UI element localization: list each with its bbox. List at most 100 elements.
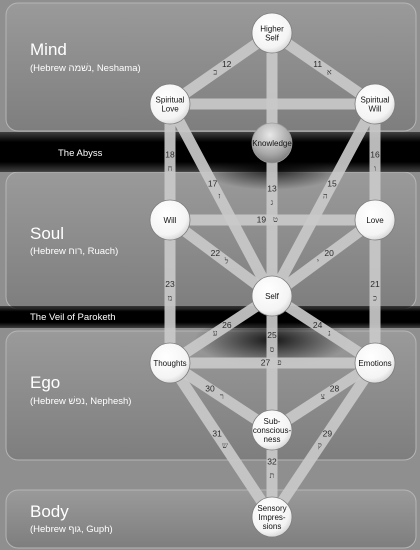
node-label-spiritual-will: Spiritual bbox=[361, 96, 390, 105]
node-circle-love bbox=[354, 199, 396, 241]
node-love: Love bbox=[354, 199, 396, 241]
node-label-sensory-impressions: Sensory bbox=[257, 504, 286, 513]
path-number-25: 25 bbox=[267, 330, 277, 340]
path-letter-11: א bbox=[327, 68, 332, 77]
soul-subtitle: (Hebrew רוח, Ruach) bbox=[30, 246, 118, 257]
mind-subtitle: (Hebrew נשׁמה, Neshama) bbox=[30, 63, 141, 74]
path-letter-16: ו bbox=[374, 164, 376, 173]
body-subtitle: (Hebrew גוף, Guph) bbox=[30, 524, 113, 535]
path-letter-18: ח bbox=[168, 164, 173, 173]
path-letter-25: ס bbox=[270, 345, 275, 354]
path-letter-23: מ bbox=[168, 294, 173, 303]
path-higher-self-spiritual-will bbox=[268, 28, 379, 109]
node-circle-spiritual-will bbox=[354, 83, 396, 125]
node-will: Will bbox=[149, 199, 191, 241]
node-label-self: Self bbox=[265, 292, 280, 301]
path-letter-22: ל bbox=[224, 257, 229, 266]
node-label-higher-self: Self bbox=[265, 34, 280, 43]
mind-title: Mind bbox=[30, 40, 67, 59]
path-higher-self-spiritual-love bbox=[166, 28, 276, 109]
node-label-love: Love bbox=[366, 216, 384, 225]
node-label-higher-self: Higher bbox=[260, 25, 284, 34]
path-number-32: 32 bbox=[267, 456, 277, 466]
node-circle-higher-self bbox=[251, 12, 293, 54]
path-number-11: 11 bbox=[313, 59, 322, 69]
node-label-spiritual-love: Love bbox=[161, 105, 179, 114]
node-circle-self bbox=[251, 275, 293, 317]
path-letter-31: ש bbox=[222, 441, 228, 450]
node-knowledge: Knowledge bbox=[251, 122, 293, 164]
path-will-self bbox=[166, 215, 276, 301]
node-subconsciousness: Sub-conscious-ness bbox=[251, 409, 293, 451]
path-letter-24: נ bbox=[328, 328, 331, 337]
node-circle-thoughts bbox=[149, 342, 191, 384]
path-letter-19: ט bbox=[273, 215, 278, 224]
path-letter-28: צ bbox=[321, 392, 325, 401]
body-panel bbox=[5, 489, 417, 549]
path-letter-21: כ bbox=[373, 294, 377, 303]
node-label-subconsciousness: conscious- bbox=[253, 426, 292, 435]
node-thoughts: Thoughts bbox=[149, 342, 191, 384]
path-letter-29: ק bbox=[317, 441, 321, 450]
path-number-13: 13 bbox=[267, 183, 277, 193]
path-thoughts-sensory-impressions bbox=[165, 359, 277, 521]
path-number-23: 23 bbox=[165, 279, 175, 289]
soul-title: Soul bbox=[30, 224, 64, 243]
path-spiritual-love-self bbox=[165, 101, 277, 299]
node-circle-knowledge bbox=[251, 122, 293, 164]
path-love-self bbox=[268, 215, 379, 301]
path-number-12: 12 bbox=[222, 59, 232, 69]
node-label-knowledge: Knowledge bbox=[252, 139, 292, 148]
ego-subtitle: (Hebrew נפשׁ, Nephesh) bbox=[30, 396, 131, 407]
node-label-spiritual-love: Spiritual bbox=[156, 96, 185, 105]
node-self: Self bbox=[251, 275, 293, 317]
ego-title: Ego bbox=[30, 373, 60, 392]
veil-label: The Veil of Paroketh bbox=[30, 312, 116, 323]
node-label-spiritual-will: Will bbox=[369, 105, 382, 114]
node-label-thoughts: Thoughts bbox=[153, 359, 186, 368]
path-number-22: 22 bbox=[211, 248, 221, 258]
node-label-will: Will bbox=[164, 216, 177, 225]
node-circle-spiritual-love bbox=[149, 83, 191, 125]
path-spiritual-will-self bbox=[267, 101, 380, 299]
path-number-30: 30 bbox=[205, 384, 215, 394]
path-letter-12: ב bbox=[213, 68, 217, 77]
node-circle-subconsciousness bbox=[251, 409, 293, 451]
path-letter-17: ז bbox=[218, 192, 220, 201]
node-emotions: Emotions bbox=[354, 342, 396, 384]
level-labels: Mind (Hebrew נשׁמה, Neshama) Soul (Hebre… bbox=[30, 40, 141, 535]
path-number-27: 27 bbox=[261, 357, 271, 367]
path-letter-27: פ bbox=[277, 358, 281, 367]
path-letter-15: ה bbox=[323, 192, 328, 201]
path-number-18: 18 bbox=[165, 149, 175, 159]
node-label-sensory-impressions: Impres- bbox=[258, 513, 285, 522]
path-number-21: 21 bbox=[370, 279, 380, 289]
path-letter-20: י bbox=[317, 257, 319, 266]
path-self-emotions bbox=[269, 291, 378, 368]
abyss-label: The Abyss bbox=[58, 148, 103, 159]
path-number-16: 16 bbox=[370, 149, 380, 159]
path-number-29: 29 bbox=[323, 428, 333, 438]
path-number-24: 24 bbox=[313, 320, 323, 330]
path-number-20: 20 bbox=[324, 248, 334, 258]
path-number-28: 28 bbox=[330, 384, 340, 394]
path-number-19: 19 bbox=[257, 214, 267, 224]
path-number-17: 17 bbox=[208, 178, 218, 188]
path-emotions-sensory-impressions bbox=[267, 359, 380, 521]
path-emotions-subconsciousness bbox=[269, 358, 378, 435]
node-circle-emotions bbox=[354, 342, 396, 384]
node-circle-will bbox=[149, 199, 191, 241]
node-label-sensory-impressions: sions bbox=[263, 522, 282, 531]
node-label-emotions: Emotions bbox=[358, 359, 391, 368]
path-number-26: 26 bbox=[222, 320, 232, 330]
path-number-31: 31 bbox=[212, 428, 222, 438]
path-letter-30: ר bbox=[220, 392, 224, 401]
path-letter-32: ת bbox=[270, 471, 275, 480]
